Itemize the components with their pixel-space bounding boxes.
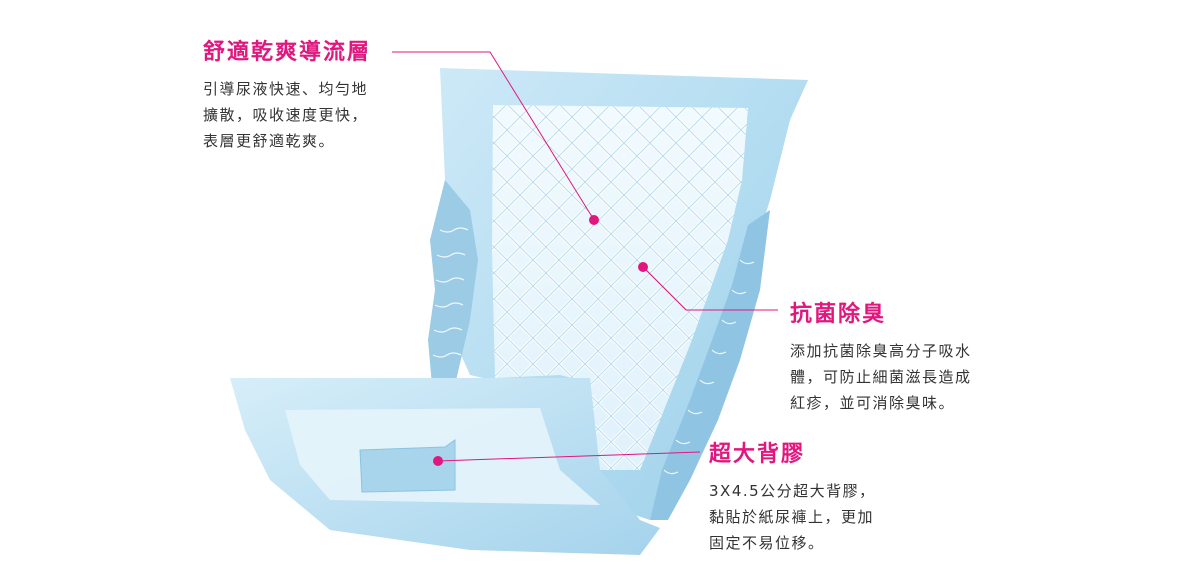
callout-description: 3X4.5公分超大背膠， 黏貼於紙尿褲上，更加 固定不易位移。: [709, 478, 876, 556]
left-ruffle: [432, 227, 469, 358]
description-line: 擴散，吸收速度更快，: [203, 106, 369, 124]
callout-antibacterial: 抗菌除臭 添加抗菌除臭高分子吸水 體，可防止細菌滋長造成 紅疹，並可消除臭味。: [790, 296, 972, 416]
description-line: 表層更舒適乾爽。: [203, 132, 336, 150]
callout-description: 引導尿液快速、均勻地 擴散，吸收速度更快， 表層更舒適乾爽。: [203, 76, 371, 154]
leader-line-bottom: [437, 451, 701, 462]
right-ruffle: [663, 259, 755, 475]
pad-left-leak-guard: [428, 180, 478, 385]
marker-dot-bottom: [433, 456, 443, 466]
leader-line-top: [392, 51, 595, 221]
description-line: 固定不易位移。: [709, 534, 825, 552]
description-line: 紅疹，並可消除臭味。: [790, 394, 956, 412]
callout-title: 超大背膠: [709, 442, 806, 467]
description-line: 3X4.5公分超大背膠，: [709, 482, 876, 500]
marker-dot-top: [589, 215, 599, 225]
callout-dry-flow-layer: 舒適乾爽導流層 引導尿液快速、均勻地 擴散，吸收速度更快， 表層更舒適乾爽。: [203, 34, 371, 154]
description-line: 添加抗菌除臭高分子吸水: [790, 342, 972, 360]
marker-dot-middle: [638, 262, 648, 272]
callout-description: 添加抗菌除臭高分子吸水 體，可防止細菌滋長造成 紅疹，並可消除臭味。: [790, 338, 972, 416]
callout-large-adhesive: 超大背膠 3X4.5公分超大背膠， 黏貼於紙尿褲上，更加 固定不易位移。: [709, 436, 876, 556]
leader-line-middle: [642, 266, 778, 311]
adhesive-strip: [359, 439, 456, 493]
description-line: 黏貼於紙尿褲上，更加: [709, 508, 875, 526]
callout-title: 舒適乾爽導流層: [203, 40, 372, 65]
callout-title: 抗菌除臭: [790, 302, 887, 327]
description-line: 引導尿液快速、均勻地: [203, 80, 369, 98]
description-line: 體，可防止細菌滋長造成: [790, 368, 972, 386]
